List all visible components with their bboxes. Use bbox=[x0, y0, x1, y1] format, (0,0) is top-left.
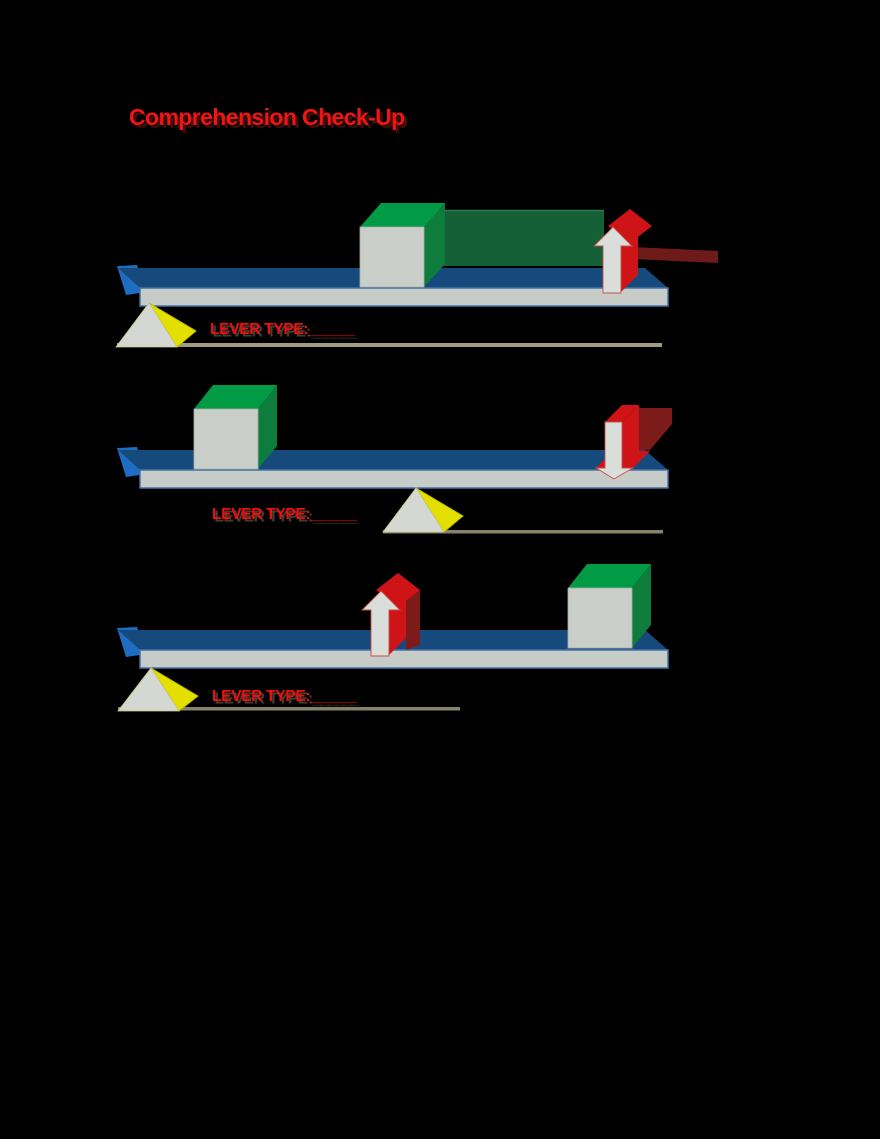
lever-type-label-2: LEVER TYPE:______ bbox=[212, 506, 357, 524]
beam-front-face bbox=[139, 287, 669, 307]
fulcrum-front-face bbox=[117, 667, 180, 712]
beam-front-face bbox=[139, 469, 669, 489]
fulcrum-pyramid bbox=[115, 302, 197, 348]
cube-top-face bbox=[360, 203, 445, 227]
lever-type-text: LEVER TYPE: bbox=[212, 688, 311, 705]
lever-type-text: LEVER TYPE: bbox=[212, 506, 311, 523]
lever-type-blank: ______ bbox=[308, 321, 355, 338]
lever-type-blank: ______ bbox=[310, 506, 357, 523]
lever-type-blank: ______ bbox=[310, 688, 357, 705]
cube-side-face bbox=[424, 203, 445, 287]
arrow-depth-band bbox=[632, 247, 718, 263]
load-slab bbox=[430, 210, 604, 266]
ground-line bbox=[118, 707, 460, 711]
cube-side-face bbox=[258, 385, 277, 469]
page-title: Comprehension Check-Up bbox=[129, 104, 405, 130]
arrow-red-top bbox=[605, 405, 639, 422]
effort-arrow-up bbox=[360, 573, 420, 657]
cube-front-face bbox=[193, 408, 259, 470]
load-cube bbox=[567, 564, 651, 649]
fulcrum-pyramid bbox=[117, 667, 199, 712]
beam-front-face bbox=[139, 649, 669, 669]
cube-front-face bbox=[359, 226, 425, 288]
fulcrum-pyramid bbox=[382, 487, 464, 533]
effort-arrow-down bbox=[594, 405, 672, 480]
arrow-front-face bbox=[594, 421, 635, 480]
lever-diagram-3 bbox=[117, 564, 669, 712]
arrow-depth-band bbox=[406, 590, 420, 650]
cube-front-face bbox=[567, 587, 633, 649]
lever-diagram-1 bbox=[115, 203, 718, 348]
fulcrum-front-face bbox=[115, 302, 178, 348]
arrow-front-face bbox=[592, 226, 634, 294]
lever-type-label-3: LEVER TYPE:______ bbox=[212, 688, 357, 706]
lever-type-label-1: LEVER TYPE:______ bbox=[210, 321, 355, 339]
cube-top-face bbox=[194, 385, 277, 409]
ground-line bbox=[383, 530, 663, 534]
effort-arrow-up bbox=[592, 209, 718, 294]
lever-diagram-2 bbox=[117, 385, 672, 534]
cube-top-face bbox=[568, 564, 651, 588]
arrow-front-face bbox=[360, 590, 402, 657]
ground-line bbox=[117, 343, 662, 347]
load-cube bbox=[359, 203, 445, 288]
load-cube bbox=[193, 385, 277, 470]
lever-type-text: LEVER TYPE: bbox=[210, 321, 309, 338]
fulcrum-front-face bbox=[382, 487, 445, 533]
cube-side-face bbox=[632, 564, 651, 648]
arrow-depth-band bbox=[639, 408, 672, 450]
